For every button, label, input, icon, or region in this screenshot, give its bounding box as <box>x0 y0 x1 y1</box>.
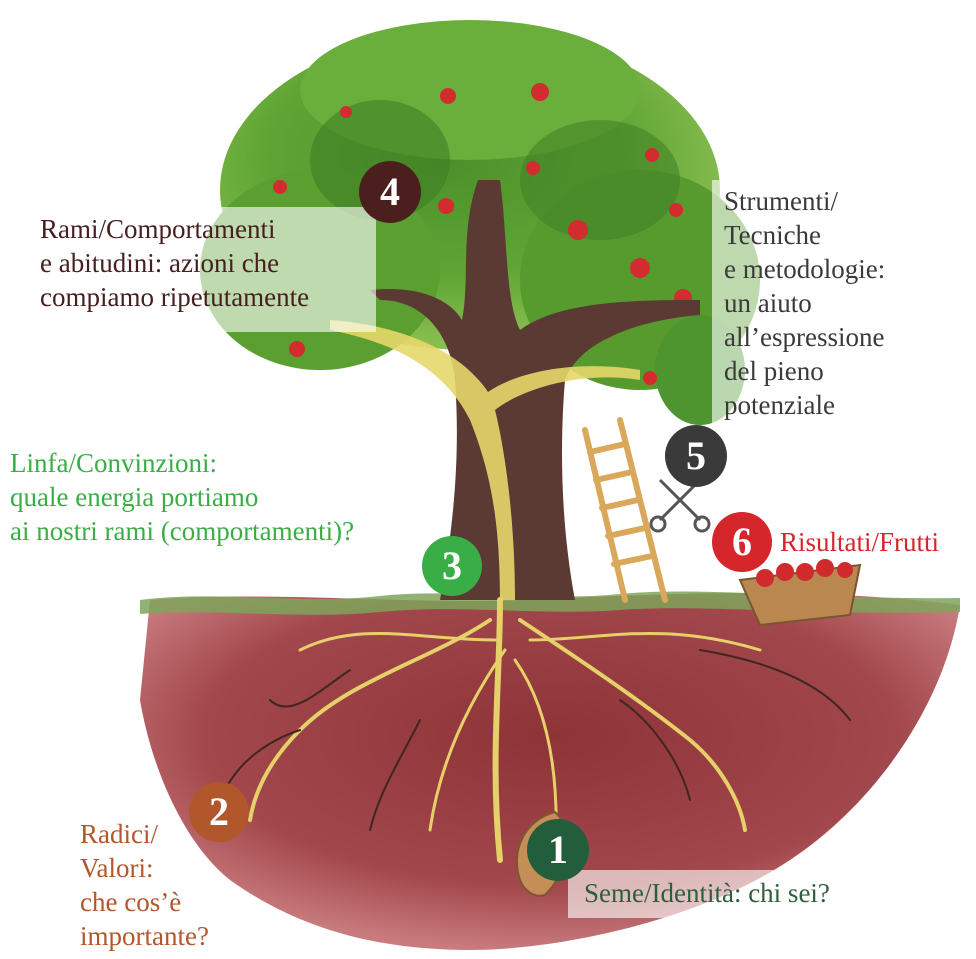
step-1-badge: 1 <box>527 819 589 881</box>
step-5-badge: 5 <box>665 425 727 487</box>
step-1-label: Seme/Identità: chi sei? <box>584 876 830 910</box>
fruit-basket <box>740 559 860 625</box>
scissors <box>651 480 709 531</box>
step-6-label: Risultati/Frutti <box>780 525 939 559</box>
step-3-badge: 3 <box>422 536 482 596</box>
step-6-badge: 6 <box>712 512 772 572</box>
step-2-label: Radici/ Valori: che cos’è importante? <box>80 817 209 953</box>
ladder <box>585 420 665 600</box>
step-5-label: Strumenti/ Tecniche e metodologie: un ai… <box>724 184 885 422</box>
step-4-label: Rami/Comportamenti e abitudini: azioni c… <box>40 212 309 314</box>
step-4-badge: 4 <box>359 161 421 223</box>
step-3-label: Linfa/Convinzioni: quale energia portiam… <box>10 446 354 548</box>
